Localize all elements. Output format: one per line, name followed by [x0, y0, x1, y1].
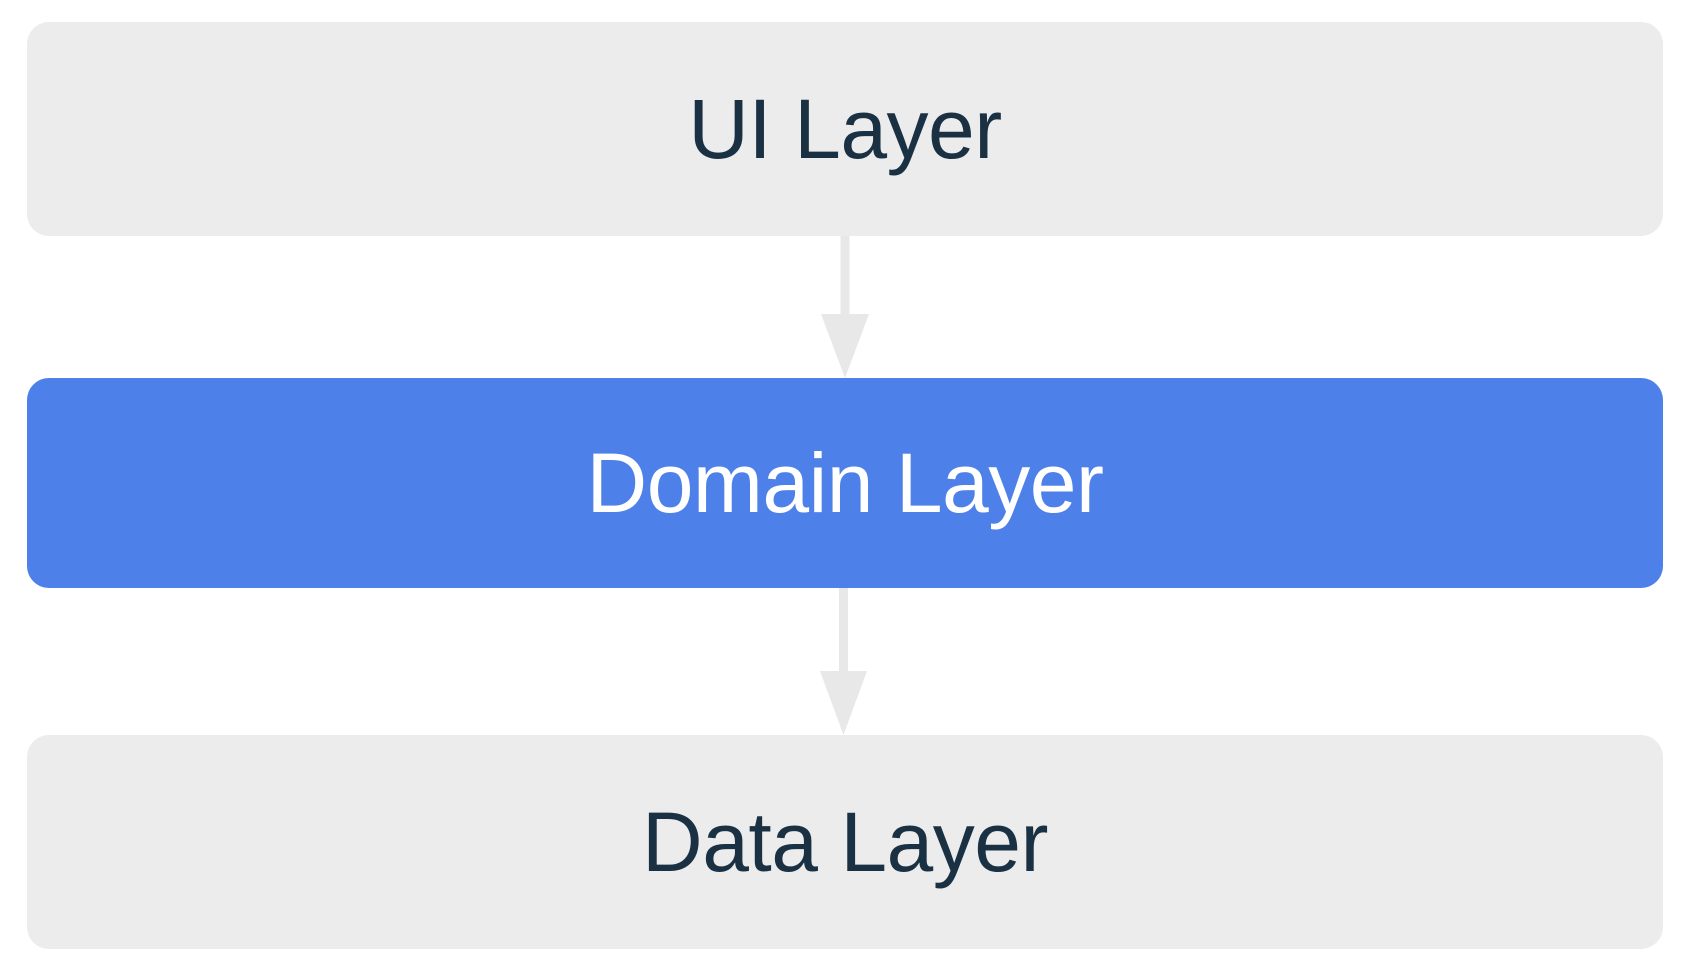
node-data-layer[interactable]: Data Layer: [27, 735, 1663, 949]
node-domain-layer-label: Domain Layer: [586, 436, 1104, 530]
node-ui-layer-label: UI Layer: [688, 82, 1002, 176]
node-data-layer-label: Data Layer: [642, 795, 1048, 889]
node-domain-layer[interactable]: Domain Layer: [27, 378, 1663, 588]
node-ui-layer[interactable]: UI Layer: [27, 22, 1663, 236]
